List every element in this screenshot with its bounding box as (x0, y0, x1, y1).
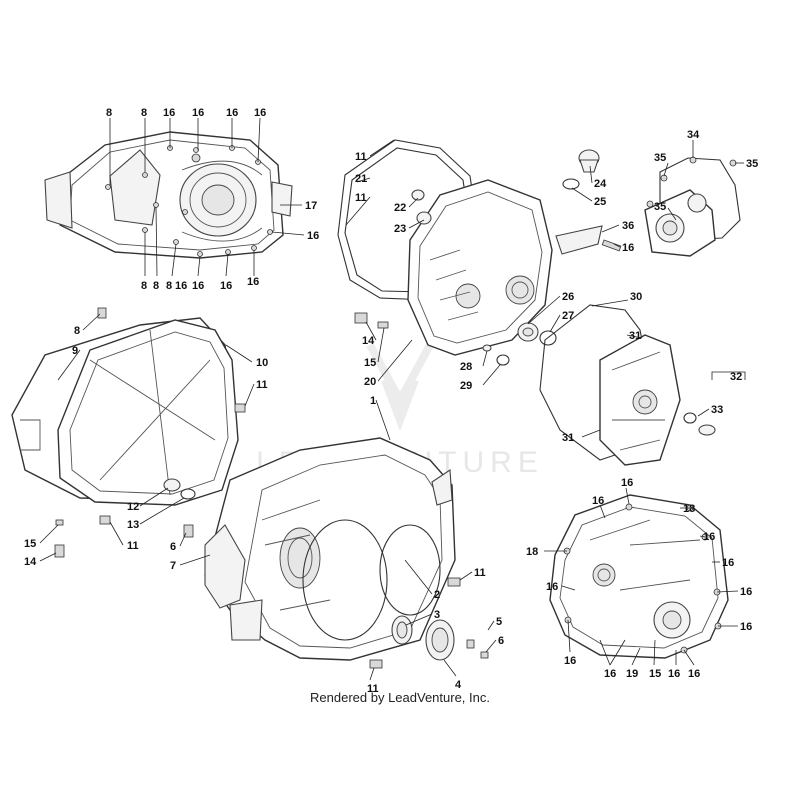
callout-label: 8 (74, 325, 80, 337)
callout-label: 11 (127, 540, 139, 552)
callout-label: 16 (192, 107, 204, 119)
callout-label: 11 (355, 151, 367, 163)
callout-label: 35 (654, 152, 666, 164)
callout-label: 16 (220, 280, 232, 292)
callout-label: 25 (594, 196, 606, 208)
callout-label: 16 (740, 586, 752, 598)
callout-label: 16 (688, 668, 700, 680)
callout-label: 16 (668, 668, 680, 680)
callout-label: 6 (498, 635, 504, 647)
callout-label: 8 (166, 280, 172, 292)
callout-label: 11 (355, 192, 367, 204)
callout-label: 16 (740, 621, 752, 633)
callout-label: 3 (434, 609, 440, 621)
callout-label: 28 (460, 361, 472, 373)
oil-pump-cover (644, 156, 741, 257)
callout-label: 10 (256, 357, 268, 369)
callout-label: 16 (592, 495, 604, 507)
callout-label: 31 (562, 432, 574, 444)
callout-label: 19 (626, 668, 638, 680)
callout-label: 30 (630, 291, 642, 303)
callout-label: 34 (687, 129, 700, 141)
callout-label: 16 (192, 280, 204, 292)
callout-label: 33 (711, 404, 723, 416)
callout-label: 8 (141, 280, 147, 292)
callout-label: 8 (153, 280, 159, 292)
callout-label: 16 (247, 276, 259, 288)
callout-label: 15 (24, 538, 36, 550)
callout-label: 18 (526, 546, 538, 558)
render-credit: Rendered by LeadVenture, Inc. (310, 690, 490, 705)
callout-label: 32 (730, 371, 742, 383)
callout-label: 16 (307, 230, 319, 242)
callout-label: 20 (364, 376, 376, 388)
clutch-cover-and-housing (11, 307, 246, 558)
leader-lines (39, 117, 744, 681)
callout-label: 12 (127, 501, 139, 513)
callout-label: 36 (622, 220, 634, 232)
callout-label: 16 (604, 668, 616, 680)
stator-cover (549, 494, 729, 659)
callout-label: 9 (72, 345, 78, 357)
callout-label: 11 (367, 683, 379, 695)
callout-label: 27 (562, 310, 574, 322)
callout-label: 16 (564, 655, 576, 667)
callout-label: 1 (370, 395, 376, 407)
crankcase-half (183, 437, 489, 669)
callout-label: 35 (746, 158, 758, 170)
callout-label: 16 (175, 280, 187, 292)
callout-label: 21 (355, 173, 367, 185)
callout-label: 16 (254, 107, 266, 119)
callout-label: 16 (226, 107, 238, 119)
callout-label: 11 (474, 567, 486, 579)
callout-label: 5 (496, 616, 502, 628)
callout-label: 13 (127, 519, 139, 531)
callout-label: 2 (434, 589, 440, 601)
callout-label: 16 (546, 581, 558, 593)
clutch-outer-cover (44, 131, 293, 259)
callout-label: 14 (24, 556, 37, 568)
watermark-logo (366, 343, 434, 432)
callout-label: 31 (629, 330, 641, 342)
callout-label: 16 (622, 242, 634, 254)
callout-label: 16 (722, 557, 734, 569)
crankcase-cover-assembly (337, 139, 622, 366)
callout-label: 16 (163, 107, 175, 119)
callout-label: 35 (654, 201, 666, 213)
callout-label: 7 (170, 560, 176, 572)
callout-label: 16 (703, 531, 715, 543)
callout-label: 14 (362, 335, 375, 347)
callout-label: 17 (305, 200, 317, 212)
callout-labels: 8 8 16 16 16 16 17 16 8 8 8 16 16 16 16 … (24, 107, 758, 695)
callout-label: 4 (455, 679, 462, 691)
callout-label: 15 (364, 357, 376, 369)
callout-label: 29 (460, 380, 472, 392)
callout-label: 6 (170, 541, 176, 553)
callout-label: 8 (106, 107, 112, 119)
callout-label: 16 (621, 477, 633, 489)
callout-label: 26 (562, 291, 574, 303)
callout-label: 24 (594, 178, 607, 190)
callout-label: 23 (394, 223, 406, 235)
callout-label: 11 (256, 379, 268, 391)
callout-label: 8 (141, 107, 147, 119)
callout-label: 18 (683, 503, 695, 515)
callout-label: 22 (394, 202, 406, 214)
transmission-half-cover (539, 304, 746, 466)
callout-label: 15 (649, 668, 661, 680)
